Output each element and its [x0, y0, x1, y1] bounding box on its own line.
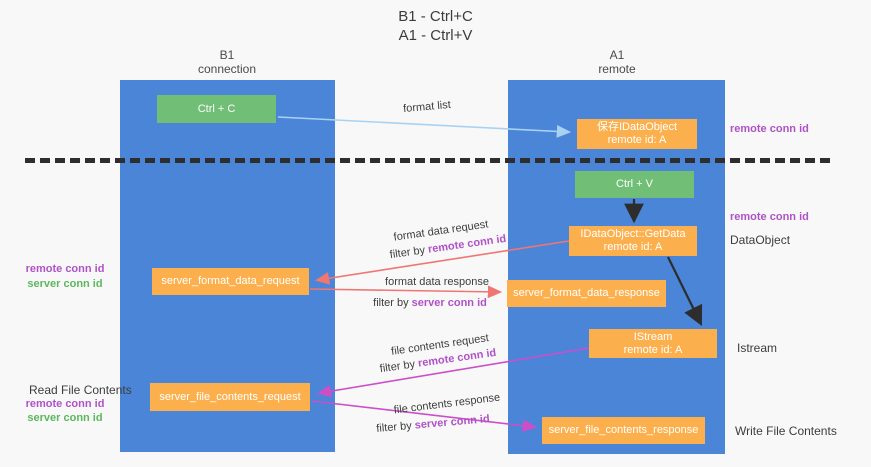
node-istream-line1: IStream — [633, 330, 673, 343]
node-file-response-label: server_file_contents_response — [548, 424, 699, 436]
node-ctrl-c: Ctrl + C — [157, 95, 276, 123]
node-ctrl-v-label: Ctrl + V — [616, 178, 653, 190]
node-idataobject-getdata: IDataObject::GetData remote id: A — [569, 226, 697, 256]
lifeline-label-b1: B1 connection — [152, 48, 302, 76]
node-istream-line2: remote id: A — [623, 343, 683, 356]
lifeline-label-a1: A1 remote — [542, 48, 692, 76]
node-ctrl-v: Ctrl + V — [575, 171, 694, 198]
node-save-idataobject-line1: 保存IDataObject — [596, 121, 678, 133]
title-line-1: B1 - Ctrl+C — [398, 8, 473, 25]
node-istream: IStream remote id: A — [589, 329, 717, 358]
diagram-title: B1 - Ctrl+C A1 - Ctrl+V — [0, 7, 871, 45]
edge-label-format-data-response-filter: filter by server conn id — [373, 297, 487, 309]
lifeline-b1-subtitle: connection — [197, 62, 257, 76]
node-getdata-line2: remote id: A — [603, 241, 663, 253]
filter-by-text: filter by — [375, 419, 416, 435]
annotation-remote-conn-id-left2: remote conn id — [25, 398, 105, 410]
node-server-format-data-request: server_format_data_request — [152, 268, 309, 295]
edge-label-format-data-response: format data response — [385, 276, 489, 288]
annotation-server-conn-id-left1: server conn id — [27, 278, 103, 290]
edge-label-file-contents-response-filter: filter by server conn id — [376, 413, 490, 435]
lifeline-a1-name: A1 — [609, 48, 625, 62]
phase-divider-dashed-line — [25, 158, 830, 163]
filter-by-text: filter by — [373, 297, 412, 309]
lifeline-a1-subtitle: remote — [598, 62, 636, 76]
filter-by-text: filter by — [379, 357, 419, 376]
annotation-remote-conn-id-mid: remote conn id — [730, 211, 809, 223]
node-server-file-contents-request: server_file_contents_request — [150, 383, 310, 411]
filter-key-server-conn-id: server conn id — [414, 413, 491, 432]
node-server-file-contents-response: server_file_contents_response — [542, 417, 705, 444]
annotation-read-file-contents: Read File Contents — [29, 383, 132, 397]
filter-key-server-conn-id: server conn id — [411, 297, 487, 309]
annotation-server-conn-id-left2: server conn id — [27, 412, 103, 424]
node-format-response-label: server_format_data_response — [513, 287, 660, 299]
title-line-2: A1 - Ctrl+V — [398, 27, 473, 44]
node-format-request-label: server_format_data_request — [161, 275, 300, 287]
annotation-write-file-contents: Write File Contents — [735, 424, 837, 438]
annotation-left-conn-ids-2: remote conn id server conn id — [20, 397, 110, 425]
filter-by-text: filter by — [389, 243, 429, 262]
node-server-format-data-response: server_format_data_response — [507, 280, 666, 307]
node-ctrl-c-label: Ctrl + C — [197, 102, 236, 115]
lifeline-b1-name: B1 — [219, 48, 235, 62]
node-getdata-line1: IDataObject::GetData — [580, 228, 686, 240]
annotation-remote-conn-id-top: remote conn id — [730, 123, 809, 135]
node-file-request-label: server_file_contents_request — [159, 390, 301, 403]
arrow-format-data-response — [309, 285, 503, 299]
node-save-idataobject-line2: remote id: A — [607, 134, 667, 146]
edge-label-format-list: format list — [402, 98, 452, 116]
annotation-remote-conn-id-left1: remote conn id — [25, 263, 105, 275]
annotation-dataobject: DataObject — [730, 233, 791, 247]
annotation-left-conn-ids-1: remote conn id server conn id — [20, 262, 110, 292]
node-save-idataobject: 保存IDataObject remote id: A — [577, 119, 697, 149]
annotation-istream: Istream — [737, 341, 778, 355]
